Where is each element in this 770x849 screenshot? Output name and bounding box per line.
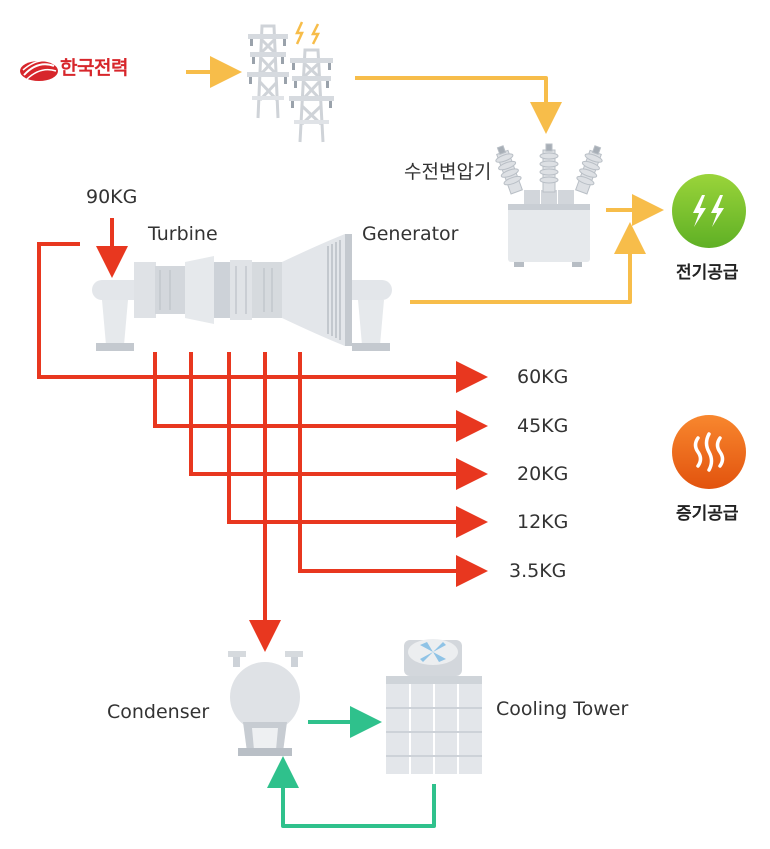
steam-45kg-line xyxy=(153,352,488,442)
generator-label: Generator xyxy=(362,223,459,245)
steam-supply-badge xyxy=(672,415,746,489)
steam-output-3-5kg: 3.5KG xyxy=(509,560,567,582)
turbine-generator-icon xyxy=(92,234,392,351)
generator-to-supply-arrow xyxy=(410,222,646,304)
power-lines xyxy=(186,56,664,304)
fan-icon xyxy=(420,642,446,662)
power-supply-badge xyxy=(672,174,746,248)
input-pressure-label: 90KG xyxy=(86,186,138,208)
tower-to-transformer-arrow xyxy=(355,76,562,134)
steam-supply-label: 증기공급 xyxy=(676,504,739,524)
condenser-label: Condenser xyxy=(107,701,210,723)
transformer-label: 수전변압기 xyxy=(404,161,492,183)
transmission-tower-icon xyxy=(247,21,334,143)
steam-output-45kg: 45KG xyxy=(517,415,569,437)
lightning-icon xyxy=(693,195,724,227)
steam-lines xyxy=(37,218,488,652)
kepco-logo-icon xyxy=(20,59,58,81)
transformer-icon xyxy=(495,143,603,267)
turbine-label: Turbine xyxy=(148,223,218,245)
steam-output-20kg: 20KG xyxy=(517,463,569,485)
steam-20kg-line xyxy=(189,352,488,490)
cooling-tower-icon xyxy=(386,639,482,774)
steam-60kg-line xyxy=(37,242,488,393)
steam-output-60kg: 60KG xyxy=(517,366,569,388)
water-lines xyxy=(267,706,436,828)
spark-icon xyxy=(295,21,304,45)
steam-heat-icon xyxy=(693,432,725,472)
cooling-tower-label: Cooling Tower xyxy=(496,698,629,720)
spark-icon xyxy=(310,23,321,45)
condenser-icon xyxy=(228,651,303,756)
power-supply-label: 전기공급 xyxy=(676,263,739,283)
steam-output-12kg: 12KG xyxy=(517,511,569,533)
tower-to-condenser-arrow xyxy=(267,756,436,828)
steam-12kg-line xyxy=(227,352,488,538)
kepco-logo-text: 한국전력 xyxy=(60,57,128,79)
steam-3-5kg-line xyxy=(298,352,488,587)
